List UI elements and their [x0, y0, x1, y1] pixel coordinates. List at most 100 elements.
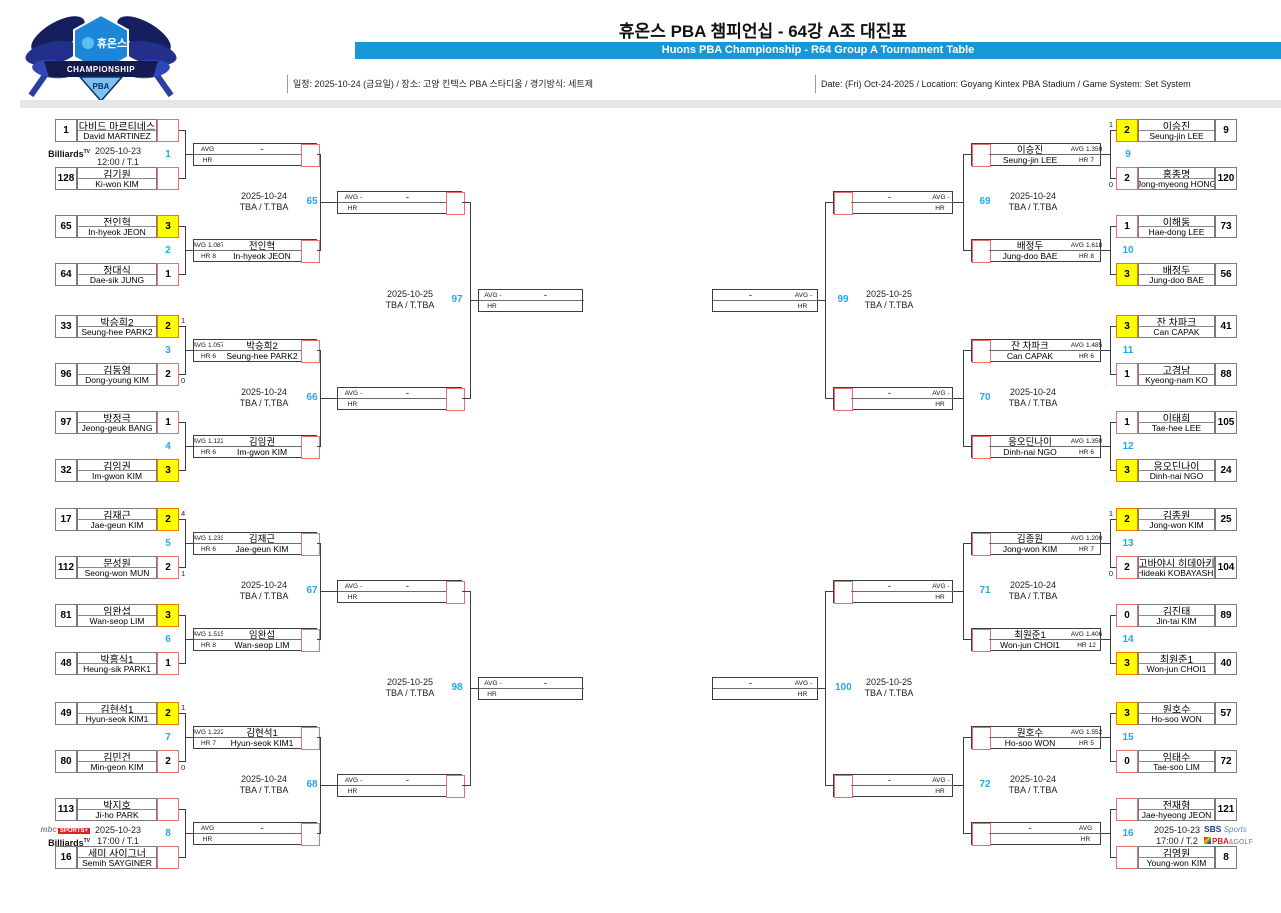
winner-name-column: - [369, 581, 446, 602]
hr-value: 6 [212, 352, 216, 360]
connector-line [1101, 833, 1111, 834]
hr-label: HR [347, 204, 358, 212]
winner-name-en: Seung-jin LEE [1002, 155, 1058, 165]
score-cell: 3 [1116, 459, 1138, 482]
player-name-en: Dae-sik JUNG [89, 275, 145, 285]
hr-label: HR [487, 302, 497, 310]
advance-score-cell [834, 192, 853, 215]
connector-line [317, 737, 321, 738]
match-time: TBA / T.TBA [239, 591, 289, 601]
player-name-kr: 박홍식1 [78, 653, 156, 664]
avg-hr-label-column: AVG-HR [338, 581, 369, 602]
score-cell: 3 [157, 604, 179, 627]
player-name-kr: 전인혁 [78, 216, 156, 227]
avg-label: AVG [484, 679, 498, 687]
match-time: 12:00 / T.1 [97, 157, 139, 167]
player-name-en: Im-gwon KIM [91, 471, 143, 481]
connector-line [1101, 543, 1111, 544]
hr-label: HR [935, 787, 945, 795]
match-number: 98 [451, 682, 463, 693]
match-number: 5 [165, 538, 171, 549]
player-name-kr: 배정두 [1139, 264, 1214, 275]
avg-value: - [360, 389, 363, 397]
player-name-en: Can CAPAK [1153, 327, 1200, 337]
player-name-en: In-hyeok JEON [88, 227, 146, 237]
connector-line [317, 350, 321, 351]
connector-line [185, 154, 193, 155]
score-cell: 2 [1116, 119, 1138, 142]
winner-name-column: - [223, 144, 301, 165]
player-name-en: Seung-jin LEE [1149, 131, 1204, 141]
player-name-en: Won-jun CHOI1 [1146, 664, 1207, 674]
avg-label: AVG [932, 193, 946, 201]
match-date: 2025-10-24 [240, 774, 288, 784]
connector-line [1110, 470, 1116, 471]
winner-name-kr: - [223, 144, 301, 155]
player-name-en: David MARTINEZ [83, 131, 151, 141]
advance-score-cell [301, 340, 320, 363]
score-cell: 3 [1116, 702, 1138, 725]
match-time: TBA / T.TBA [385, 688, 435, 698]
avg-value: - [947, 776, 950, 784]
avg-value: - [360, 193, 363, 201]
score-cell: 0 [1116, 604, 1138, 627]
avg-value: 1.122 [207, 437, 223, 445]
match-time: TBA / T.TBA [239, 785, 289, 795]
winner-name-column: - [507, 290, 584, 311]
logo-brand-text: 휴온스 [97, 36, 127, 50]
winner-name-kr: - [713, 290, 788, 301]
player-name-kr: 박승희2 [78, 316, 156, 327]
winner-name-column: - [507, 678, 584, 699]
connector-line [462, 785, 471, 786]
connector-line [185, 639, 193, 640]
connector-line [317, 543, 321, 544]
player-name-en: Dinh-nai NGO [1149, 471, 1204, 481]
advance-score-cell [301, 727, 320, 750]
pba-golf-logo: PBA&GOLF [1204, 836, 1260, 848]
hr-value: 12 [1088, 641, 1096, 649]
hr-label: HR [200, 545, 211, 553]
connector-line [317, 250, 321, 251]
hr-label: HR [935, 204, 945, 212]
billiards-tv-logo: BilliardsTV [26, 836, 90, 849]
player-name-en: Jae-hyeong JEON [1141, 810, 1212, 820]
hr-label: HR [202, 835, 213, 843]
avg-hr-label-column: AVG-HR [788, 290, 819, 311]
advance-score-cell [446, 581, 465, 604]
hr-label: HR [202, 156, 213, 164]
logo-pba-text: PBA [93, 82, 110, 91]
player-name-kr: 김영원 [1139, 847, 1214, 858]
match-number: 10 [1122, 245, 1134, 256]
connector-line [317, 639, 321, 640]
tiebreak-score: 0 [1108, 180, 1113, 189]
logo-emblem-icon: 휴온스 CHAMPIONSHIP PBA [25, 13, 177, 103]
score-cell: 2 [157, 315, 179, 338]
winner-name-en [851, 203, 928, 213]
tiebreak-score: 1 [1108, 120, 1113, 129]
avg-value: 1.350 [1085, 437, 1102, 445]
match-number: 69 [979, 196, 991, 207]
seed-number: 49 [55, 702, 77, 725]
winner-name-en [507, 689, 584, 699]
pba-golf-logo-part: PBA&GOLF [1204, 836, 1253, 848]
advance-score-cell [446, 388, 465, 411]
avg-value: 1.057 [207, 341, 223, 349]
winner-name-kr: 잔 차파크 [989, 340, 1071, 351]
avg-label: AVG [932, 389, 946, 397]
match-date: 2025-10-23 [94, 825, 142, 835]
